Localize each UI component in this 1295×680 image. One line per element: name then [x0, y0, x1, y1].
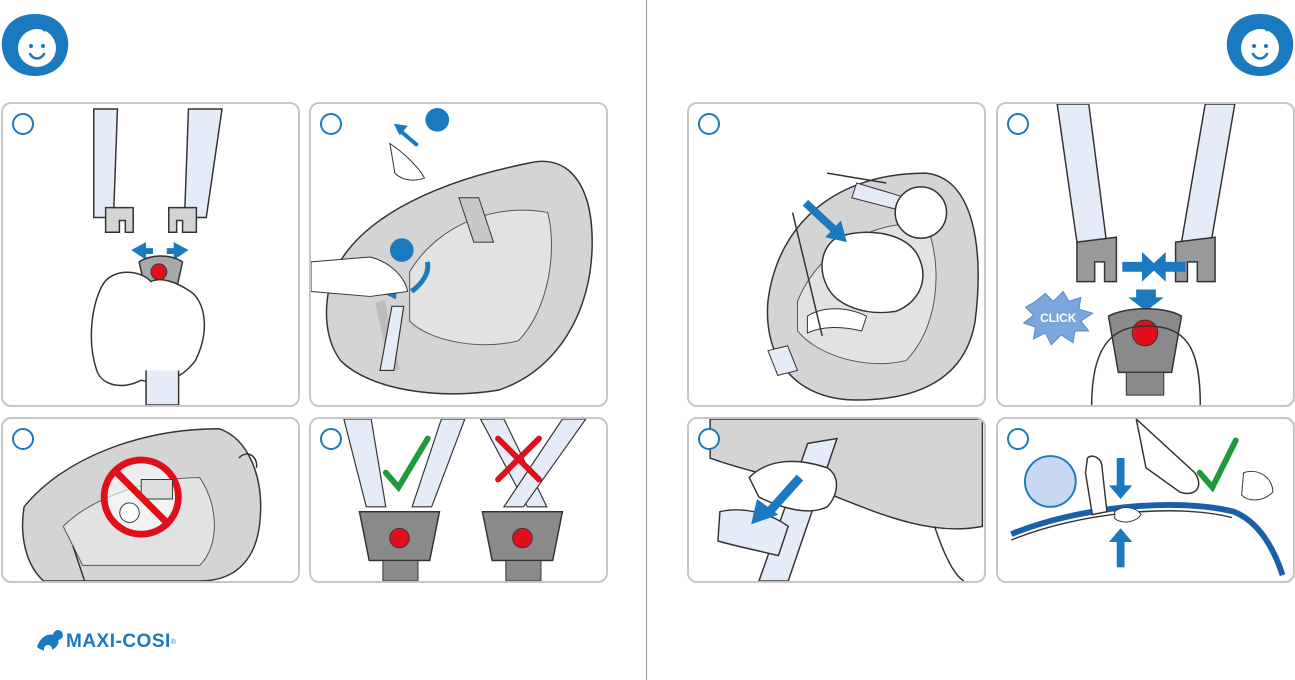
place-baby-illustration	[766, 172, 979, 401]
tighten-strap-illustration	[709, 419, 984, 581]
panel-release-buckle	[1, 102, 300, 407]
baby-face-icon	[1226, 14, 1294, 76]
step-number	[698, 428, 720, 450]
logo-mark-icon	[37, 630, 63, 653]
panel-open-straps	[309, 102, 608, 407]
step-number	[12, 428, 34, 450]
step-number	[320, 113, 342, 135]
logo-text: MAXI-COSI	[66, 631, 171, 652]
check-icon	[382, 435, 431, 493]
maxi-cosi-logo: MAXI-COSI ®	[34, 625, 176, 659]
click-label: CLICK	[1040, 311, 1077, 325]
check-icon	[1196, 437, 1239, 493]
panel-check-tightness	[996, 417, 1295, 583]
straps-comparison-illustration	[343, 419, 587, 581]
logo-registered: ®	[170, 638, 176, 646]
step-number	[1007, 428, 1029, 450]
panel-place-baby	[687, 102, 986, 407]
step-number	[320, 428, 342, 450]
baby-face-icon	[1, 14, 69, 76]
panel-no-toys	[1, 417, 300, 583]
close-buckle-illustration: CLICK	[1022, 104, 1236, 405]
cross-icon	[495, 435, 542, 483]
check-tightness-illustration	[1010, 419, 1286, 577]
click-burst-icon: CLICK	[1022, 290, 1094, 346]
panel-correct-vs-crossed-straps	[309, 417, 608, 583]
buckle-release-illustration	[90, 108, 223, 405]
panel-tighten-strap	[687, 417, 986, 583]
page-divider	[646, 0, 647, 680]
panel-close-buckle: CLICK	[996, 102, 1295, 407]
step-number	[698, 113, 720, 135]
no-toys-illustration	[21, 428, 262, 581]
open-straps-illustration	[311, 107, 593, 395]
step-number	[1007, 113, 1029, 135]
prohibition-icon	[100, 456, 182, 538]
step-number	[12, 113, 34, 135]
